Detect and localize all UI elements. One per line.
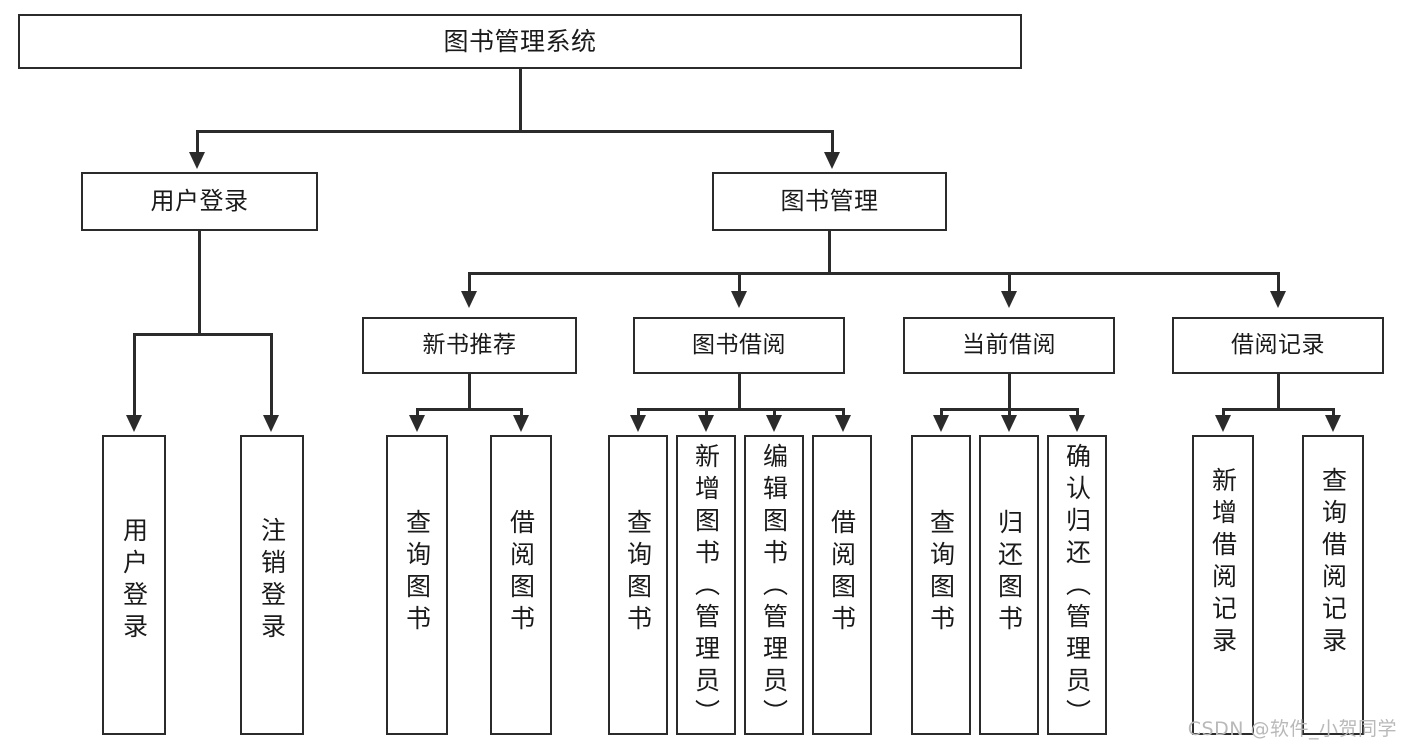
leaf-query-borrow-record[interactable]: 查询借阅记录 xyxy=(1302,435,1364,735)
leaf-borrow-book-new[interactable]: 借阅图书 xyxy=(490,435,552,735)
arrowhead-user-login-2 xyxy=(263,415,279,432)
connector-root-drop xyxy=(519,69,522,132)
node-label: 图书管理系统 xyxy=(443,26,597,56)
arrowhead-new-book xyxy=(461,291,477,308)
arrowhead-current-borrow xyxy=(1001,291,1017,308)
arrowhead-borrow-record xyxy=(1270,291,1286,308)
arrowhead-cb-3 xyxy=(1069,415,1085,432)
arrowhead-cb-1 xyxy=(933,415,949,432)
arrowhead-bb-1 xyxy=(630,415,646,432)
connector-new-book-drop xyxy=(468,374,471,410)
leaf-query-book-new[interactable]: 查询图书 xyxy=(386,435,448,735)
connector-user-login-drop xyxy=(198,231,201,335)
leaf-label: 查询图书 xyxy=(926,509,956,637)
node-user-login[interactable]: 用户登录 xyxy=(81,172,318,231)
node-label: 当前借阅 xyxy=(962,331,1056,358)
node-new-book-recommend[interactable]: 新书推荐 xyxy=(362,317,577,374)
node-label: 图书借阅 xyxy=(692,331,786,358)
connector-br-leg-1 xyxy=(1222,408,1225,418)
arrowhead-cb-2 xyxy=(1001,415,1017,432)
leaf-label: 借阅图书 xyxy=(506,509,536,637)
connector-user-login-leg-2 xyxy=(270,333,273,418)
arrowhead-bb-4 xyxy=(835,415,851,432)
node-book-borrow[interactable]: 图书借阅 xyxy=(633,317,845,374)
leaf-label: 归还图书 xyxy=(994,509,1024,637)
leaf-label: 新增借阅记录 xyxy=(1208,467,1238,659)
connector-cb-leg-1 xyxy=(940,408,943,418)
leaf-label: 查询借阅记录 xyxy=(1318,467,1348,659)
connector-borrow-record-bus xyxy=(1222,408,1335,411)
connector-bb-leg-3 xyxy=(773,408,776,418)
node-label: 借阅记录 xyxy=(1231,331,1325,358)
node-book-management[interactable]: 图书管理 xyxy=(712,172,947,231)
connector-book-management-drop xyxy=(828,231,831,275)
node-borrow-record[interactable]: 借阅记录 xyxy=(1172,317,1384,374)
node-current-borrow[interactable]: 当前借阅 xyxy=(903,317,1115,374)
leaf-label: 编辑图书（管理员） xyxy=(759,443,789,731)
leaf-label: 用户登录 xyxy=(119,517,149,645)
connector-bm-leg-2 xyxy=(738,272,741,294)
connector-bm-leg-3 xyxy=(1008,272,1011,294)
arrowhead-bb-2 xyxy=(698,415,714,432)
leaf-user-login[interactable]: 用户登录 xyxy=(102,435,166,735)
node-label: 用户登录 xyxy=(150,187,249,216)
connector-root-right-leg xyxy=(831,130,834,155)
connector-cb-leg-3 xyxy=(1076,408,1079,418)
connector-book-borrow-bus xyxy=(637,408,845,411)
leaf-logout[interactable]: 注销登录 xyxy=(240,435,304,735)
connector-bm-leg-4 xyxy=(1277,272,1280,294)
connector-user-login-bus xyxy=(133,333,273,336)
connector-nb-leg-1 xyxy=(416,408,419,418)
node-label: 图书管理 xyxy=(780,187,879,216)
arrowhead-to-user-login xyxy=(189,152,205,169)
connector-new-book-bus xyxy=(416,408,523,411)
arrowhead-nb-1 xyxy=(409,415,425,432)
connector-bb-leg-2 xyxy=(705,408,708,418)
connector-br-leg-2 xyxy=(1332,408,1335,418)
leaf-label: 确认归还（管理员） xyxy=(1062,443,1092,731)
connector-book-management-bus xyxy=(468,272,1280,275)
arrowhead-nb-2 xyxy=(513,415,529,432)
connector-bm-leg-1 xyxy=(468,272,471,294)
leaf-label: 借阅图书 xyxy=(827,509,857,637)
connector-current-borrow-drop xyxy=(1008,374,1011,410)
arrowhead-to-book-management xyxy=(824,152,840,169)
leaf-query-book-borrow[interactable]: 查询图书 xyxy=(608,435,668,735)
connector-user-login-leg-1 xyxy=(133,333,136,418)
connector-bb-leg-4 xyxy=(842,408,845,418)
leaf-borrow-book[interactable]: 借阅图书 xyxy=(812,435,872,735)
arrowhead-user-login-1 xyxy=(126,415,142,432)
leaf-edit-book-admin[interactable]: 编辑图书（管理员） xyxy=(744,435,804,735)
node-label: 新书推荐 xyxy=(422,331,517,358)
leaf-label: 查询图书 xyxy=(623,509,653,637)
leaf-add-borrow-record[interactable]: 新增借阅记录 xyxy=(1192,435,1254,735)
connector-nb-leg-2 xyxy=(520,408,523,418)
leaf-add-book-admin[interactable]: 新增图书（管理员） xyxy=(676,435,736,735)
connector-root-left-leg xyxy=(196,130,199,155)
arrowhead-bb-3 xyxy=(766,415,782,432)
leaf-label: 查询图书 xyxy=(402,509,432,637)
arrowhead-br-2 xyxy=(1325,415,1341,432)
connector-borrow-record-drop xyxy=(1277,374,1280,410)
connector-cb-leg-2 xyxy=(1008,408,1011,418)
leaf-label: 新增图书（管理员） xyxy=(691,443,721,731)
leaf-query-book-current[interactable]: 查询图书 xyxy=(911,435,971,735)
arrowhead-br-1 xyxy=(1215,415,1231,432)
node-root-book-management-system[interactable]: 图书管理系统 xyxy=(18,14,1022,69)
leaf-return-book[interactable]: 归还图书 xyxy=(979,435,1039,735)
connector-bb-leg-1 xyxy=(637,408,640,418)
arrowhead-book-borrow xyxy=(731,291,747,308)
leaf-label: 注销登录 xyxy=(257,517,287,645)
leaf-confirm-return-admin[interactable]: 确认归还（管理员） xyxy=(1047,435,1107,735)
connector-book-borrow-drop xyxy=(738,374,741,410)
connector-root-bus xyxy=(196,130,833,133)
